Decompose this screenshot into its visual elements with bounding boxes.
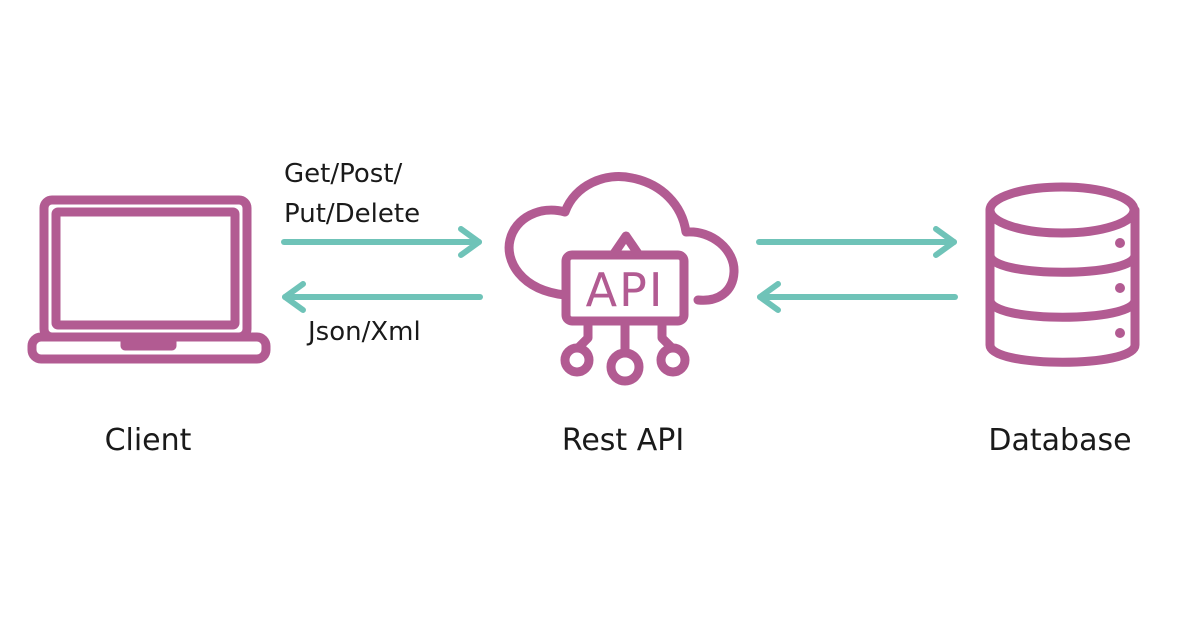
request-methods-label-line1: Get/Post/ <box>284 159 402 189</box>
rest-api-label: Rest API <box>562 423 684 458</box>
database-indicator-dots <box>1115 238 1125 338</box>
arrow-api-to-database <box>756 226 957 258</box>
client-label: Client <box>105 423 192 458</box>
api-badge-text: API <box>586 263 665 317</box>
arrow-database-to-api <box>757 281 958 313</box>
laptop-icon <box>27 195 271 364</box>
cloud-api-icon <box>504 172 739 386</box>
database-icon <box>985 182 1140 367</box>
response-format-label: Json/Xml <box>306 317 421 347</box>
arrow-api-to-client <box>282 281 483 313</box>
database-label: Database <box>988 423 1131 458</box>
arrow-client-to-api <box>281 226 482 258</box>
request-methods-label-line2: Put/Delete <box>284 199 420 229</box>
